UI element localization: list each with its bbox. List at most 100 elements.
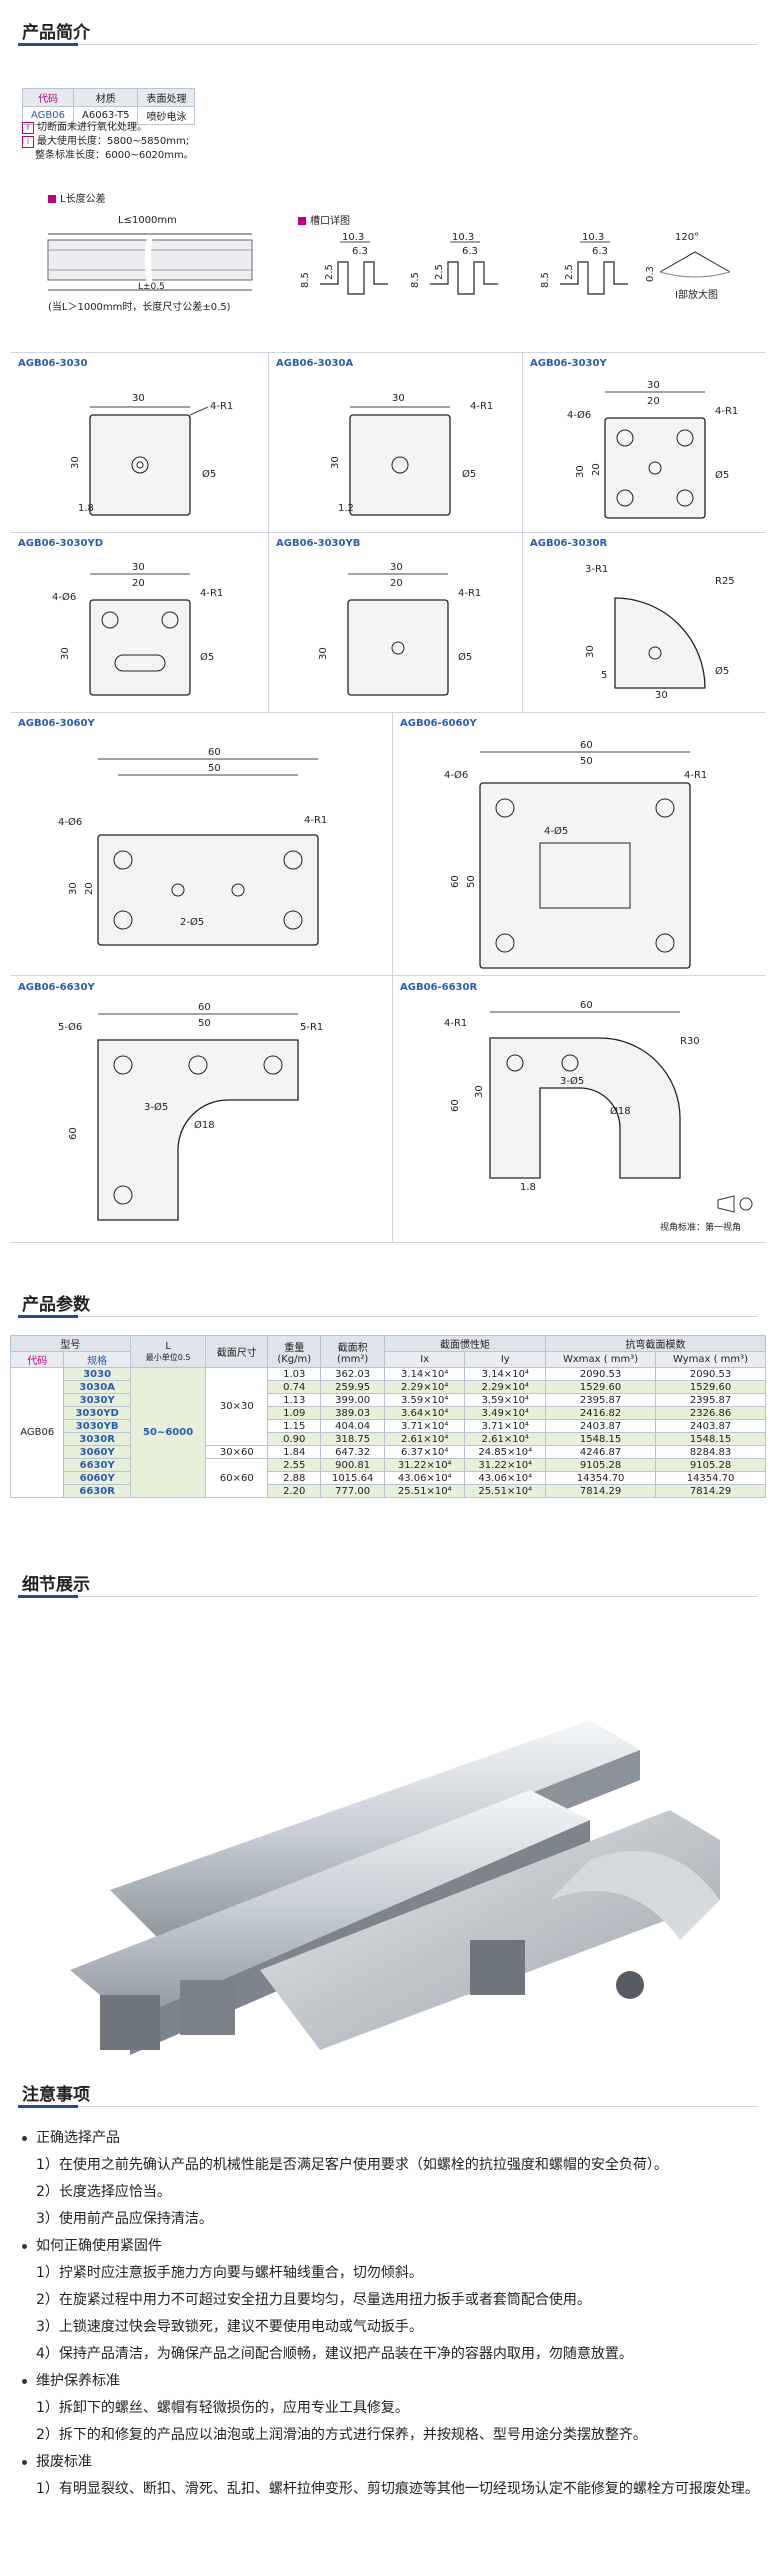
svg-text:60: 60 [208, 747, 221, 758]
svg-text:60: 60 [450, 875, 461, 888]
svg-text:4-Ø6: 4-Ø6 [58, 816, 82, 828]
svg-text:30: 30 [132, 393, 145, 404]
row-cell: 318.75 [320, 1432, 385, 1446]
svg-text:20: 20 [390, 578, 403, 589]
row-cell: 1.13 [267, 1393, 322, 1407]
row-cell: 2403.87 [655, 1419, 766, 1433]
svg-text:60: 60 [580, 1000, 593, 1011]
row-cell: 31.22×10⁴ [464, 1458, 547, 1472]
length-tol-total: L±0.5 [138, 282, 165, 292]
row-cell: 2.88 [267, 1471, 322, 1485]
svg-text:5-R1: 5-R1 [300, 1022, 323, 1033]
row-cell: 1529.60 [545, 1380, 657, 1394]
svg-text:120°: 120° [675, 232, 699, 243]
notice-head: 正确选择产品 [22, 2125, 762, 2152]
profile-name: AGB06-6630R [400, 982, 478, 993]
svg-text:50: 50 [580, 756, 593, 767]
svg-text:4-R1: 4-R1 [458, 588, 481, 599]
slot-title: 槽口详图 [298, 212, 350, 227]
row-cell: 3.59×10⁴ [464, 1393, 547, 1407]
svg-text:Ø5: Ø5 [462, 468, 476, 480]
svg-text:2.5: 2.5 [434, 264, 445, 280]
notice-item: 1）拆卸下的螺丝、螺帽有轻微损伤的，应用专业工具修复。 [36, 2400, 409, 2416]
first-angle-projection-icon [717, 1195, 753, 1213]
svg-text:2.5: 2.5 [324, 264, 335, 280]
svg-text:6.3: 6.3 [462, 246, 478, 257]
notice-item: 2）拆下的和修复的产品应以油泡或上润滑油的方式进行保养，并按规格、型号用途分类摆… [36, 2427, 647, 2443]
section-divider [18, 1315, 758, 1318]
row-cell: 1.84 [267, 1445, 322, 1459]
svg-text:50: 50 [466, 875, 477, 888]
svg-text:I部放大图: I部放大图 [675, 288, 718, 301]
profile-name: AGB06-3030Y [530, 358, 607, 369]
grid-line [10, 352, 766, 353]
row-cell: 2.61×10⁴ [383, 1432, 466, 1446]
svg-text:1.8: 1.8 [520, 1182, 536, 1193]
profile-name: AGB06-3030YD [18, 538, 104, 549]
row-cell: 25.51×10⁴ [383, 1484, 466, 1498]
section-title-notice: 注意事项 [22, 2085, 90, 2105]
row-section: 30×30 [205, 1367, 269, 1446]
row-cell: 1015.64 [320, 1471, 385, 1485]
profile-drawing-3030yb: 30 20 4-R1 Ø5 30 [318, 562, 481, 696]
spec-material: A6063-T5 [72, 106, 139, 125]
row-cell: 2.61×10⁴ [464, 1432, 547, 1446]
profile-name: AGB06-3030R [530, 538, 608, 549]
row-cell: 362.03 [320, 1367, 385, 1381]
length-tol-range: L≤1000mm [118, 215, 177, 226]
profile-drawing-3060y: 60 50 4-Ø6 4-R1 2-Ø5 30 20 [58, 747, 327, 946]
row-cell: 1548.15 [545, 1432, 657, 1446]
row-cell: 14354.70 [545, 1471, 657, 1485]
row-cell: 647.32 [320, 1445, 385, 1459]
row-cell: 6.37×10⁴ [383, 1445, 466, 1459]
row-spec: 3030R [63, 1432, 131, 1446]
notice-item: 1）拧紧时应注意扳手施力方向要与螺杆轴线重合，切勿倾斜。 [36, 2265, 423, 2281]
row-cell: 4246.87 [545, 1445, 657, 1459]
svg-text:4-R1: 4-R1 [684, 770, 707, 781]
svg-text:5-Ø6: 5-Ø6 [58, 1021, 82, 1033]
notice-item: 3）上锁速度过快会导致锁死，建议不要使用电动或气动扳手。 [36, 2319, 423, 2335]
row-cell: 3.49×10⁴ [464, 1406, 547, 1420]
notice-item: 1）在使用之前先确认产品的机械性能是否满足客户使用要求（如螺栓的抗拉强度和螺帽的… [36, 2157, 668, 2173]
length-tol-note: (当L＞1000mm时，长度尺寸公差±0.5) [48, 302, 231, 313]
svg-text:Ø5: Ø5 [715, 469, 729, 481]
profile-name: AGB06-3030YB [276, 538, 361, 549]
svg-text:20: 20 [647, 396, 660, 407]
grid-line [10, 712, 766, 713]
row-cell: 43.06×10⁴ [383, 1471, 466, 1485]
th-inertia: 截面惯性矩 [383, 1335, 547, 1352]
profile-name: AGB06-3060Y [18, 718, 95, 729]
row-cell: 3.71×10⁴ [464, 1419, 547, 1433]
th-wy: Wymax ( mm³) [655, 1351, 766, 1368]
row-cell: 900.81 [320, 1458, 385, 1472]
th-type: 型号 [10, 1335, 131, 1352]
row-spec: 3030 [63, 1367, 131, 1381]
row-cell: 9105.28 [545, 1458, 657, 1472]
row-spec: 3030Y [63, 1393, 131, 1407]
row-length: 50~6000 [129, 1367, 207, 1498]
svg-text:2.5: 2.5 [564, 264, 575, 280]
svg-text:30: 30 [390, 562, 403, 573]
svg-text:60: 60 [198, 1002, 211, 1013]
row-spec: 3030A [63, 1380, 131, 1394]
svg-text:3-Ø5: 3-Ø5 [560, 1075, 584, 1087]
row-cell: 1529.60 [655, 1380, 766, 1394]
intro-note: 切断面未进行氧化处理。 [37, 122, 147, 133]
row-cell: 9105.28 [655, 1458, 766, 1472]
marker-icon [48, 195, 56, 203]
svg-text:4-R1: 4-R1 [210, 401, 233, 412]
svg-text:0.3: 0.3 [645, 266, 656, 282]
notice-head: 如何正确使用紧固件 [22, 2233, 762, 2260]
row-cell: 2416.82 [545, 1406, 657, 1420]
svg-text:50: 50 [208, 763, 221, 774]
notice-item: 4）保持产品清洁，为确保产品之间配合顺畅，建议把产品装在干净的容器内取用，勿随意… [36, 2346, 633, 2362]
svg-text:Ø5: Ø5 [715, 665, 729, 677]
svg-text:20: 20 [132, 578, 145, 589]
profile-name: AGB06-3030A [276, 358, 354, 369]
row-cell: 2395.87 [545, 1393, 657, 1407]
